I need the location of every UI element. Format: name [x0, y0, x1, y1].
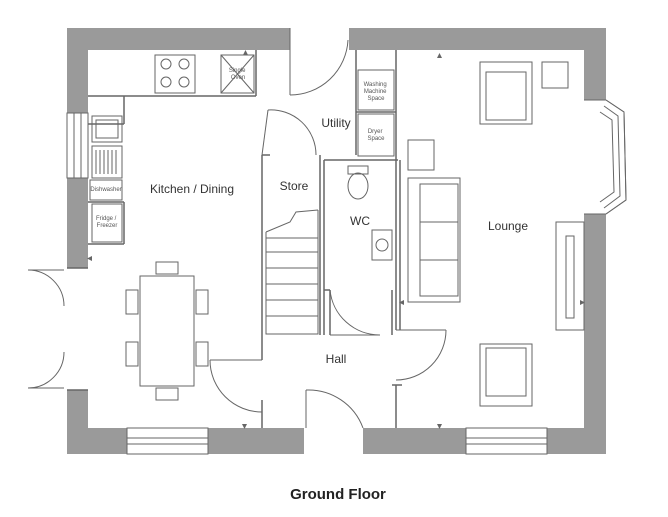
toilet-icon — [347, 172, 369, 200]
armchair-icon — [479, 343, 533, 407]
room-label-hall: Hall — [326, 352, 347, 366]
lounge-furniture — [407, 61, 585, 407]
room-label-lounge: Lounge — [488, 219, 528, 233]
oven-icon — [220, 54, 255, 94]
room-label-kitchen-dining: Kitchen / Dining — [150, 182, 234, 196]
wc-fixtures — [347, 165, 393, 261]
outer-walls — [67, 28, 606, 454]
armchair-icon — [479, 61, 533, 125]
tv-unit-icon — [555, 221, 585, 331]
room-label-utility: Utility — [321, 116, 350, 130]
utility-appliances — [357, 69, 395, 157]
fridge-freezer-icon — [91, 203, 123, 243]
staircase — [265, 209, 319, 335]
plan-title: Ground Floor — [290, 486, 386, 503]
bay-window — [584, 99, 627, 215]
hob-icon — [154, 54, 196, 94]
sink-icon — [91, 115, 123, 143]
basin-icon — [371, 229, 393, 261]
label-washing-machine: Washing Machine Space — [364, 82, 389, 102]
electrical-markers — [87, 50, 585, 429]
kitchen-units — [89, 54, 255, 243]
dining-table — [125, 261, 209, 401]
label-dryer: Dryer Space — [367, 129, 385, 142]
label-fridge-freezer: Fridge / Freezer — [96, 216, 118, 229]
room-label-wc: WC — [350, 214, 370, 228]
sofa-icon — [407, 177, 461, 303]
windows — [66, 112, 548, 455]
room-label-store: Store — [280, 179, 309, 193]
dishwasher-icon — [89, 179, 123, 201]
interior-walls — [67, 50, 402, 428]
label-dishwasher: Dishwasher — [90, 187, 121, 193]
doors — [27, 28, 447, 429]
label-single-oven: Single Oven — [229, 68, 247, 81]
